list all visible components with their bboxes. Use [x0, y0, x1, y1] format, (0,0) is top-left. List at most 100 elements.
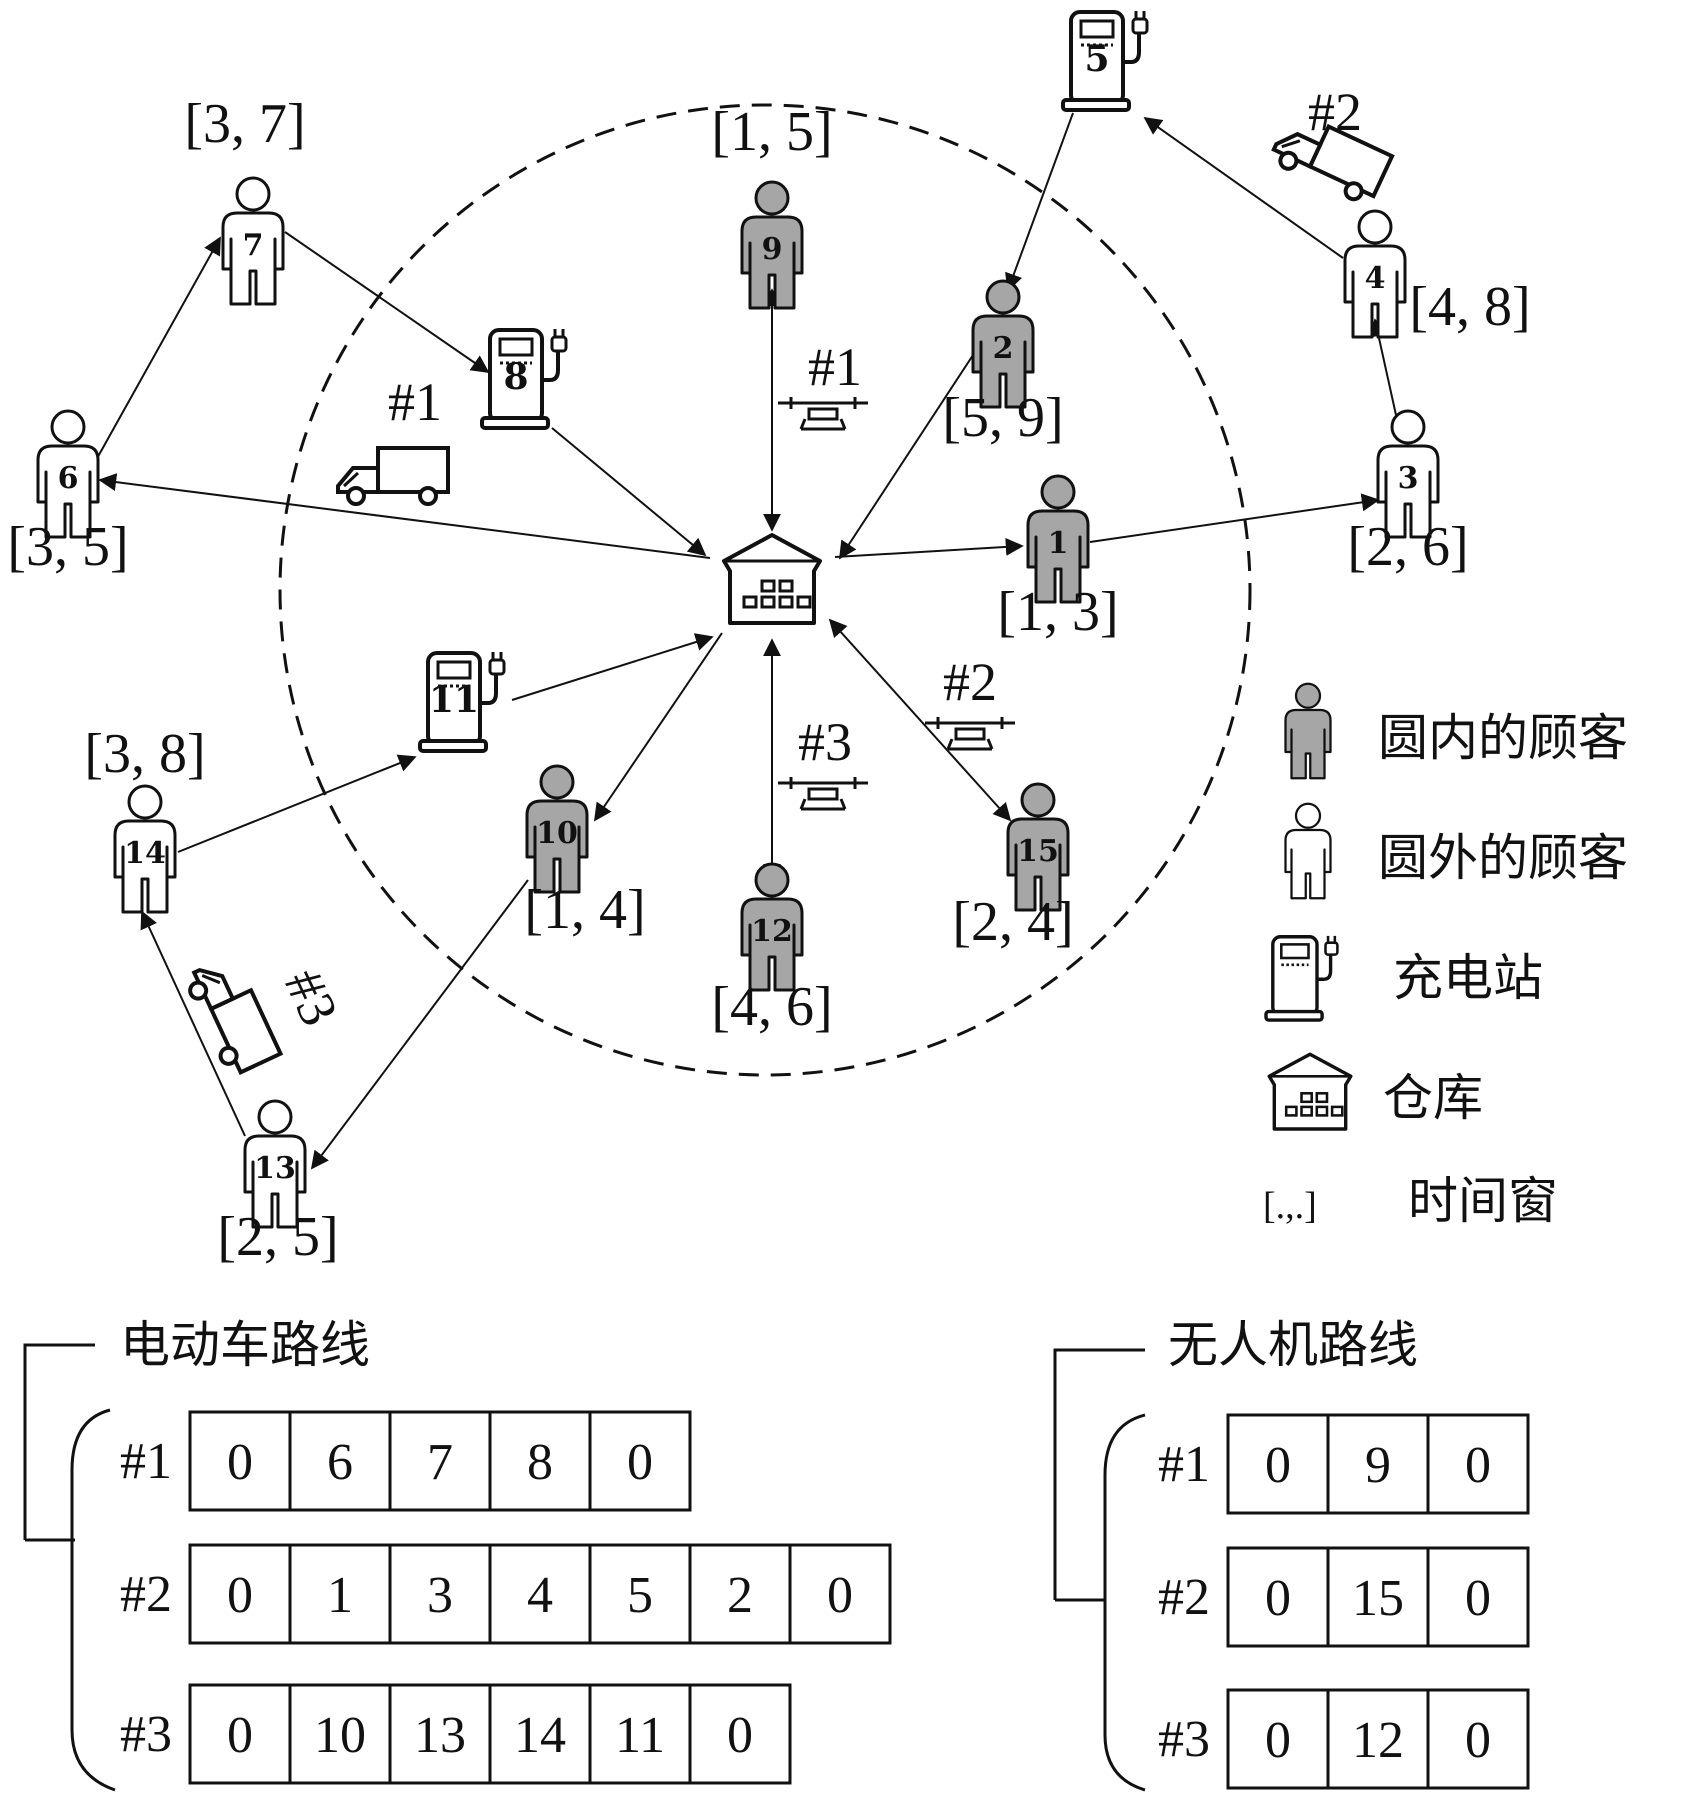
customer-id: 15: [1017, 834, 1059, 869]
edge-ev3-10-13: [310, 879, 529, 1170]
edge-ev2-4-5: [1143, 116, 1344, 259]
route-cell: [1326, 1688, 1430, 1790]
route-node-value: 13: [414, 1707, 466, 1764]
customer-10: 10: [525, 764, 589, 894]
route-node-value: 0: [1265, 1437, 1291, 1494]
edge-drone2-0-15: [828, 618, 1012, 822]
drone-label: #3: [798, 712, 852, 772]
vehicle-label: #2: [1308, 82, 1362, 142]
route-cell: [288, 1683, 392, 1785]
route-cell: [1426, 1413, 1530, 1515]
route-label: #2: [1158, 1569, 1210, 1626]
legend-charging-station-icon: [1264, 934, 1340, 1022]
route-node-value: 6: [327, 1434, 353, 1491]
depot-warehouse-icon: [722, 533, 822, 625]
customer-12: 12: [740, 862, 804, 992]
legend-time-window-symbol: [.,.]: [1263, 1185, 1317, 1227]
customer-id: 12: [751, 914, 793, 949]
route-cell: [1326, 1413, 1430, 1515]
customer-1: 1: [1026, 474, 1090, 604]
customer-2: 2: [971, 279, 1035, 409]
time-window-label: [4, 6]: [711, 976, 832, 1038]
route-cell: [388, 1683, 492, 1785]
legend-inside-label: 圆内的顾客: [1378, 709, 1628, 767]
route-cell: [588, 1543, 692, 1645]
service-radius-circle: [278, 103, 1252, 1077]
route-cell: [788, 1543, 892, 1645]
edge-ev3-14-11: [177, 754, 417, 853]
electric-truck-icon: [336, 446, 450, 506]
route-node-value: 0: [1265, 1712, 1291, 1769]
edge-ev3-0-10: [593, 632, 723, 822]
route-node-value: 4: [527, 1567, 553, 1624]
route-node-value: 0: [827, 1567, 853, 1624]
charging-station-5: 5: [1061, 9, 1149, 112]
customer-id: 9: [762, 232, 783, 267]
legend-depot-label: 仓库: [1383, 1069, 1483, 1127]
route-node-value: 7: [427, 1434, 453, 1491]
drone-label: #1: [808, 337, 862, 397]
legend-station-label: 充电站: [1393, 949, 1543, 1007]
edge-ev1-8-0: [551, 427, 707, 557]
time-window-label: [3, 5]: [7, 516, 128, 578]
route-cell: [1426, 1546, 1530, 1648]
route-node-value: 1: [327, 1567, 353, 1624]
customer-id: 13: [254, 1151, 296, 1186]
drone-routes-title: 无人机路线: [1168, 1316, 1418, 1374]
customer-4: 4: [1343, 209, 1407, 339]
legend-outside-label: 圆外的顾客: [1378, 829, 1628, 887]
time-window-label: [1, 5]: [711, 101, 832, 163]
route-cell: [388, 1410, 492, 1512]
route-node-value: 12: [1352, 1712, 1404, 1769]
ev-routes-bracket: [23, 1343, 95, 1540]
time-window-label: [4, 8]: [1409, 276, 1530, 338]
route-node-value: 5: [627, 1567, 653, 1624]
legend-inside-customer-icon: [1284, 682, 1332, 780]
route-node-value: 0: [727, 1707, 753, 1764]
edge-ev1-6-7: [94, 236, 221, 463]
route-node-value: 9: [1365, 1437, 1391, 1494]
route-label: #1: [1158, 1436, 1210, 1493]
station-id: 8: [503, 356, 528, 398]
station-id: 5: [1084, 38, 1109, 80]
route-label: #3: [1158, 1711, 1210, 1768]
route-cell: [688, 1683, 792, 1785]
route-cell: [1426, 1688, 1530, 1790]
customer-9: 9: [740, 180, 804, 310]
route-node-value: 0: [1465, 1437, 1491, 1494]
station-id: 11: [429, 679, 479, 721]
customer-id: 1: [1048, 526, 1069, 561]
route-cell: [488, 1543, 592, 1645]
customer-id: 6: [58, 461, 79, 496]
drone-icon: [923, 715, 1017, 751]
route-label: #1: [120, 1433, 172, 1490]
route-node-value: 14: [514, 1707, 566, 1764]
edge-ev3-11-0: [511, 633, 714, 701]
time-window-label: [3, 8]: [84, 723, 205, 785]
customer-id: 4: [1365, 261, 1386, 296]
customer-id: 3: [1398, 461, 1419, 496]
customer-id: 14: [124, 836, 166, 871]
electric-truck-icon: [181, 952, 283, 1080]
route-cell: [188, 1543, 292, 1645]
customer-3: 3: [1376, 409, 1440, 539]
route-node-value: 0: [1465, 1712, 1491, 1769]
route-node-value: 11: [615, 1707, 665, 1764]
legend-outside-customer-icon: [1284, 802, 1332, 900]
vehicle-label: #3: [273, 960, 350, 1034]
customer-id: 2: [993, 331, 1014, 366]
route-cell: [288, 1543, 392, 1645]
drone-routes-bracket: [1053, 1348, 1145, 1600]
route-cell: [1226, 1688, 1330, 1790]
route-cell: [688, 1543, 792, 1645]
time-window-label: [2, 5]: [217, 1206, 338, 1268]
customer-6: 6: [36, 409, 100, 539]
route-node-value: 10: [314, 1707, 366, 1764]
legend-warehouse-icon: [1267, 1052, 1353, 1131]
customer-15: 15: [1006, 782, 1070, 912]
